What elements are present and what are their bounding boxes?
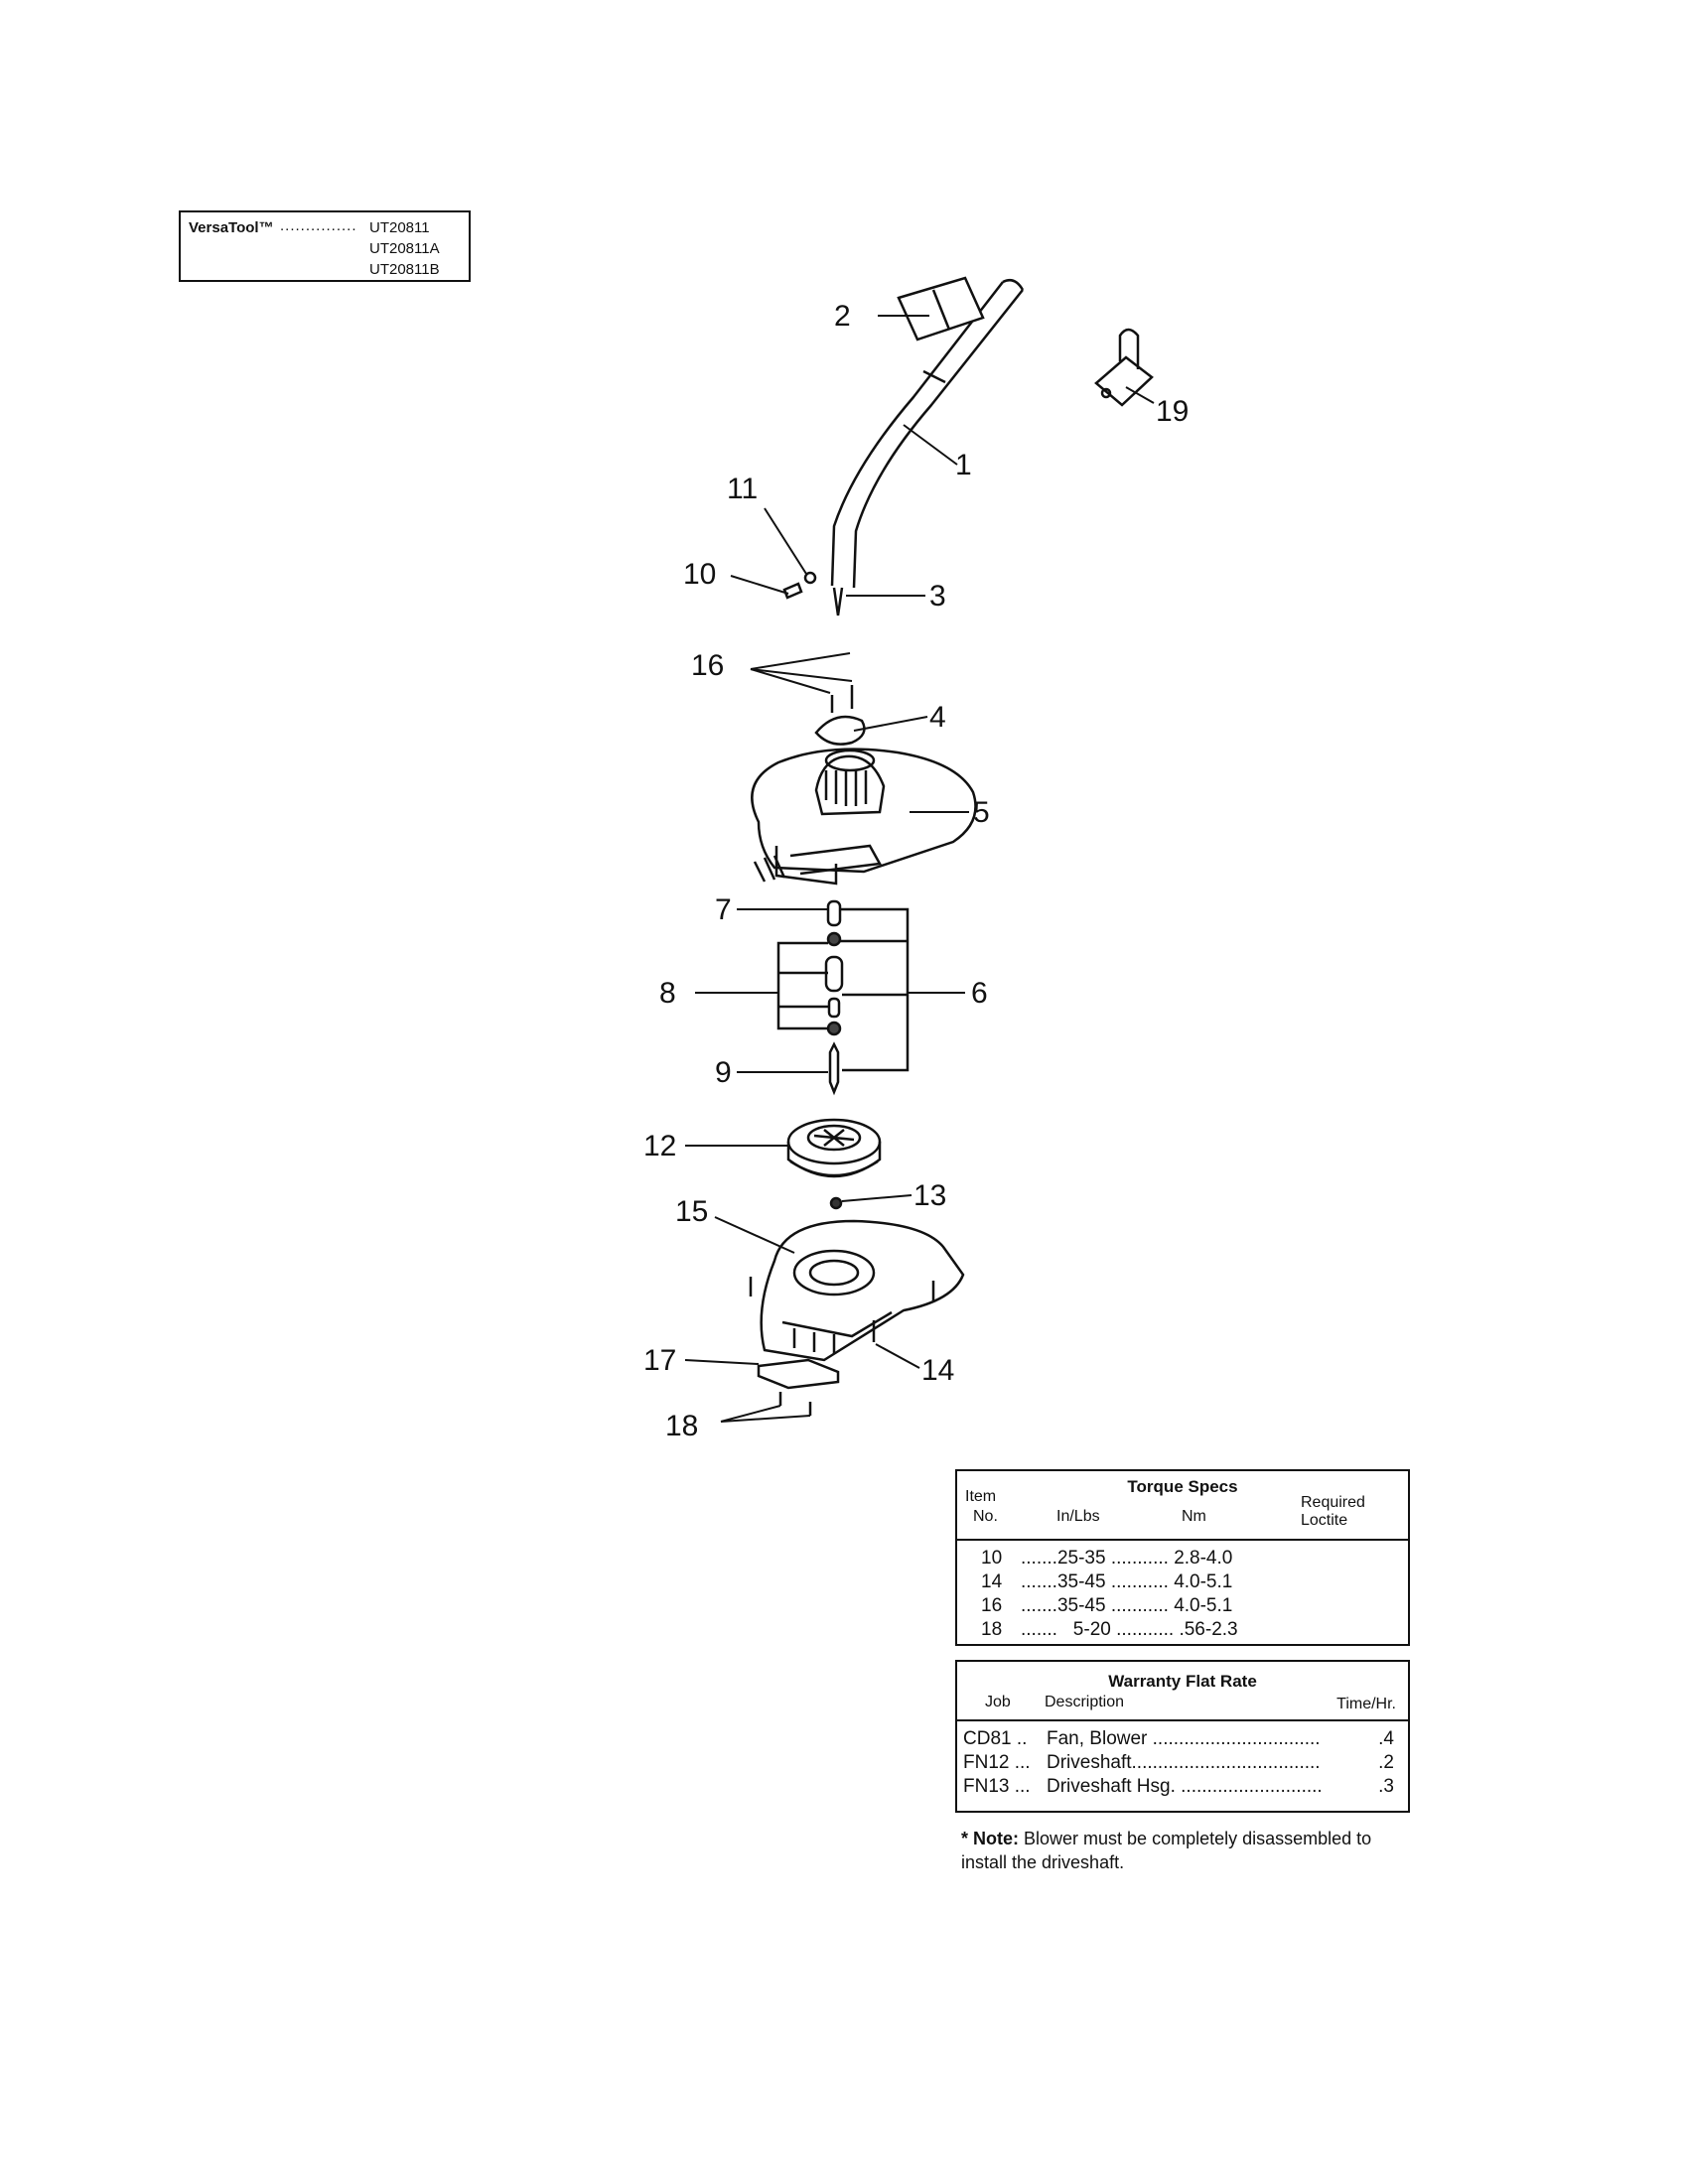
header-loctite: Loctite [1301, 1512, 1348, 1529]
assembly-note: * Note: Blower must be completely disass… [961, 1827, 1378, 1874]
model-box: VersaTool™ ............... UT20811 UT208… [179, 210, 471, 282]
nut [803, 571, 817, 585]
nm-value: .56-2.3 [1179, 1619, 1238, 1640]
note-text: Blower must be completely disassembled t… [961, 1829, 1372, 1872]
table-row: FN13 ... Driveshaft Hsg. ...............… [963, 1775, 1400, 1799]
warranty-title: Warranty Flat Rate [1108, 1672, 1257, 1691]
callout-1: 1 [955, 449, 972, 481]
header-job: Job [985, 1694, 1011, 1710]
grip-label [897, 276, 985, 341]
header-no: No. [973, 1508, 998, 1525]
washer [829, 1196, 843, 1210]
nm-value: 4.0-5.1 [1174, 1571, 1233, 1592]
job-description: Fan, Blower ............................… [1047, 1728, 1321, 1749]
callout-10: 10 [683, 558, 716, 591]
callout-6: 6 [971, 977, 988, 1010]
table-row: CD81 .. Fan, Blower ....................… [963, 1727, 1400, 1751]
model-number: UT20811B [369, 261, 440, 278]
callout-17: 17 [643, 1344, 676, 1377]
driveshaft-stack [776, 899, 910, 1096]
table-row: FN12 ... Driveshaft.....................… [963, 1751, 1400, 1775]
nm-value: 4.0-5.1 [1174, 1595, 1233, 1616]
brand-label: VersaTool™ [189, 219, 274, 236]
warranty-flat-rate-table: Warranty Flat Rate Job Description Time/… [955, 1660, 1410, 1813]
leader-dots: ............... [280, 217, 357, 234]
callout-19: 19 [1156, 395, 1189, 428]
job-time: .3 [1378, 1776, 1394, 1797]
model-list: UT20811 UT20811A UT20811B [369, 218, 440, 281]
callout-18: 18 [665, 1410, 698, 1442]
leader-lines [684, 315, 1155, 1423]
inlbs-value: 5-20 [1072, 1619, 1111, 1640]
impeller [786, 1118, 882, 1178]
header-nm: Nm [1182, 1508, 1206, 1525]
clip [757, 1358, 840, 1390]
callout-3: 3 [929, 580, 946, 613]
job-time: .4 [1378, 1728, 1394, 1749]
item-no: 18 [981, 1619, 1003, 1640]
table-row: 10.......25-35 ........... 2.8-4.0 [981, 1548, 1233, 1569]
callout-labels: 1 2 3 4 5 6 7 8 9 10 11 12 13 14 15 16 1… [643, 300, 1189, 1442]
job-time: .2 [1378, 1752, 1394, 1773]
header-description: Description [1045, 1694, 1125, 1710]
cap [814, 715, 866, 746]
item-no: 10 [981, 1548, 1003, 1569]
job-description: Driveshaft..............................… [1047, 1752, 1321, 1773]
screw [782, 582, 803, 600]
inlbs-value: 25-35 [1056, 1548, 1106, 1569]
header-item: Item [965, 1488, 997, 1505]
inlbs-value: 35-45 [1056, 1595, 1106, 1616]
warranty-rows: CD81 .. Fan, Blower ....................… [963, 1727, 1400, 1799]
job-code: FN13 ... [963, 1776, 1031, 1797]
header-inlbs: In/Lbs [1056, 1508, 1100, 1525]
torque-specs-title: Torque Specs [1127, 1477, 1238, 1496]
nm-value: 2.8-4.0 [1174, 1548, 1233, 1569]
back-plate [760, 1219, 965, 1362]
callout-9: 9 [715, 1056, 732, 1089]
callout-14: 14 [921, 1354, 954, 1387]
table-row: 16.......35-45 ........... 4.0-5.1 [981, 1595, 1233, 1616]
callout-13: 13 [913, 1179, 946, 1212]
callout-15: 15 [675, 1195, 708, 1228]
table-row: 18....... 5-20 ........... .56-2.3 [981, 1619, 1238, 1640]
item-no: 16 [981, 1595, 1003, 1616]
model-number: UT20811 [369, 219, 430, 236]
job-description: Driveshaft Hsg. ........................… [1047, 1776, 1323, 1797]
job-code: CD81 .. [963, 1728, 1028, 1749]
blower-housing [751, 748, 977, 886]
job-code: FN12 ... [963, 1752, 1031, 1773]
shaft-tube [830, 279, 1025, 589]
callout-2: 2 [834, 300, 851, 333]
callout-11: 11 [727, 473, 758, 505]
header-divider [957, 1539, 1408, 1541]
callout-8: 8 [659, 977, 676, 1010]
callout-4: 4 [929, 701, 946, 734]
callout-5: 5 [973, 796, 990, 829]
callout-12: 12 [643, 1130, 676, 1162]
header-time: Time/Hr. [1336, 1696, 1396, 1712]
drive-tip [832, 587, 844, 616]
note-mark: * Note: [961, 1829, 1019, 1848]
key-part [1094, 328, 1154, 407]
header-required: Required [1301, 1494, 1365, 1511]
table-row: 14.......35-45 ........... 4.0-5.1 [981, 1571, 1233, 1592]
header-divider [957, 1719, 1408, 1721]
model-number: UT20811A [369, 240, 440, 257]
callout-16: 16 [691, 649, 724, 682]
torque-specs-table: Torque Specs Item No. In/Lbs Nm Required… [955, 1469, 1410, 1646]
torque-rows: 10.......25-35 ........... 2.8-4.0 14...… [981, 1547, 1238, 1642]
callout-7: 7 [715, 893, 732, 926]
item-no: 14 [981, 1571, 1003, 1592]
inlbs-value: 35-45 [1056, 1571, 1106, 1592]
